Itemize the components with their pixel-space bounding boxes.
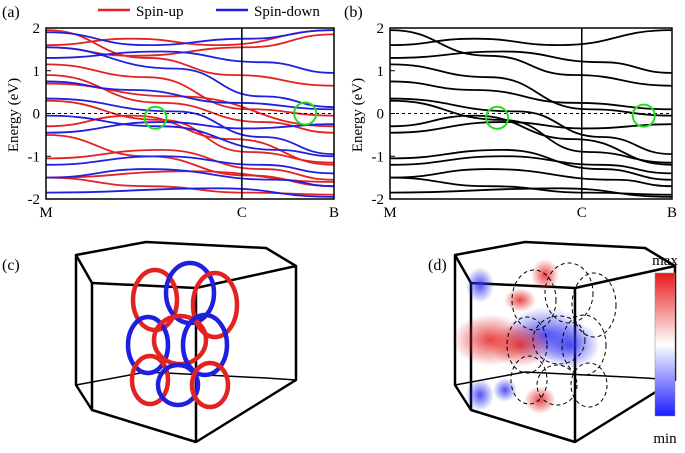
band-structure-plot-b: -2 -1 0 1 2M C B xyxy=(372,21,678,221)
brillouin-zone-c xyxy=(74,240,298,444)
ylabel-a: Energy (eV) xyxy=(6,78,22,152)
band-line xyxy=(46,63,334,117)
loop-blue-2 xyxy=(125,314,171,376)
panel-a-label: (a) xyxy=(2,4,20,21)
band-line xyxy=(390,63,672,117)
x-tick-label: C xyxy=(577,205,587,221)
bz-bottom-back-c xyxy=(75,371,297,386)
x-tick-label: B xyxy=(667,205,677,221)
band-line xyxy=(390,114,672,166)
y-tick-label: 1 xyxy=(377,64,385,80)
x-tick-label: M xyxy=(383,205,396,221)
loop-blue-3 xyxy=(180,312,230,378)
loop-red-2 xyxy=(190,270,240,340)
band-line xyxy=(390,148,672,181)
x-tick-label: B xyxy=(329,205,339,221)
colorbar-min-label: min xyxy=(653,431,677,447)
y-tick-label: 2 xyxy=(33,21,41,37)
loop-red-4 xyxy=(129,353,171,407)
band-line xyxy=(390,80,672,111)
band-line xyxy=(46,29,334,87)
x-tick-label: C xyxy=(237,205,247,221)
band-line xyxy=(390,99,672,164)
band-line xyxy=(46,187,334,198)
band-line xyxy=(390,155,672,175)
y-tick-label: -1 xyxy=(372,149,385,165)
bz-top-front-c xyxy=(74,254,297,290)
loop-blue-4 xyxy=(155,362,201,408)
legend-spin-down-label: Spin-down xyxy=(254,4,320,20)
y-tick-label: 1 xyxy=(33,64,41,80)
berry-curvature-d xyxy=(452,259,600,414)
band-line xyxy=(390,29,672,87)
panel-c-label: (c) xyxy=(2,257,20,274)
nodal-loops-c xyxy=(125,260,240,410)
band-line xyxy=(46,121,334,134)
band-line xyxy=(46,46,334,108)
band-line xyxy=(390,121,672,134)
crossing-highlight-circle xyxy=(143,105,168,130)
y-tick-label: 2 xyxy=(377,21,385,37)
crossing-highlight-circle xyxy=(631,103,656,128)
band-line xyxy=(390,29,672,47)
band-structure-plot-a: -2 -1 0 1 2M C B xyxy=(28,21,340,221)
band-line xyxy=(46,50,334,74)
panel-b-label: (b) xyxy=(344,4,363,21)
band-line xyxy=(390,50,672,74)
panel-c: (c) xyxy=(2,240,298,444)
bands xyxy=(390,29,672,198)
bz-top-front-d xyxy=(453,254,676,290)
band-line xyxy=(46,148,334,181)
colorbar: max min xyxy=(652,253,678,447)
crossing-highlight-circle xyxy=(293,101,318,126)
y-tick-label: 0 xyxy=(377,107,385,123)
panel-b: (b) Energy (eV) -2 -1 0 1 2M C B xyxy=(344,4,677,221)
loop-red-5 xyxy=(189,360,231,410)
y-tick-label: -2 xyxy=(372,192,385,208)
y-tick-label: -2 xyxy=(28,192,41,208)
band-line xyxy=(46,80,334,111)
crossing-highlight-circle xyxy=(485,105,510,130)
y-tick-label: -1 xyxy=(28,149,41,165)
ylabel-b: Energy (eV) xyxy=(350,78,366,152)
x-tick-label: M xyxy=(39,205,52,221)
nodal-loops-dashed-d xyxy=(506,262,617,408)
loop-red-3 xyxy=(151,313,209,367)
panel-a: (a) Spin-up Spin-down Energy (eV) -2 -1 0 1… xyxy=(2,4,339,221)
panel-d-label: (d) xyxy=(428,257,447,274)
band-line xyxy=(390,97,672,156)
colorbar-gradient xyxy=(654,272,676,417)
band-line xyxy=(46,155,334,175)
band-line xyxy=(46,29,334,47)
band-line xyxy=(46,114,334,158)
legend-spin-up-label: Spin-up xyxy=(136,4,184,20)
bands xyxy=(46,29,334,198)
colorbar-max-label: max xyxy=(652,253,678,269)
panel-d: (d) xyxy=(428,240,678,447)
band-line xyxy=(390,187,672,198)
band-line xyxy=(46,168,334,188)
y-tick-label: 0 xyxy=(33,107,41,123)
band-line xyxy=(46,97,334,156)
band-line xyxy=(390,168,672,188)
